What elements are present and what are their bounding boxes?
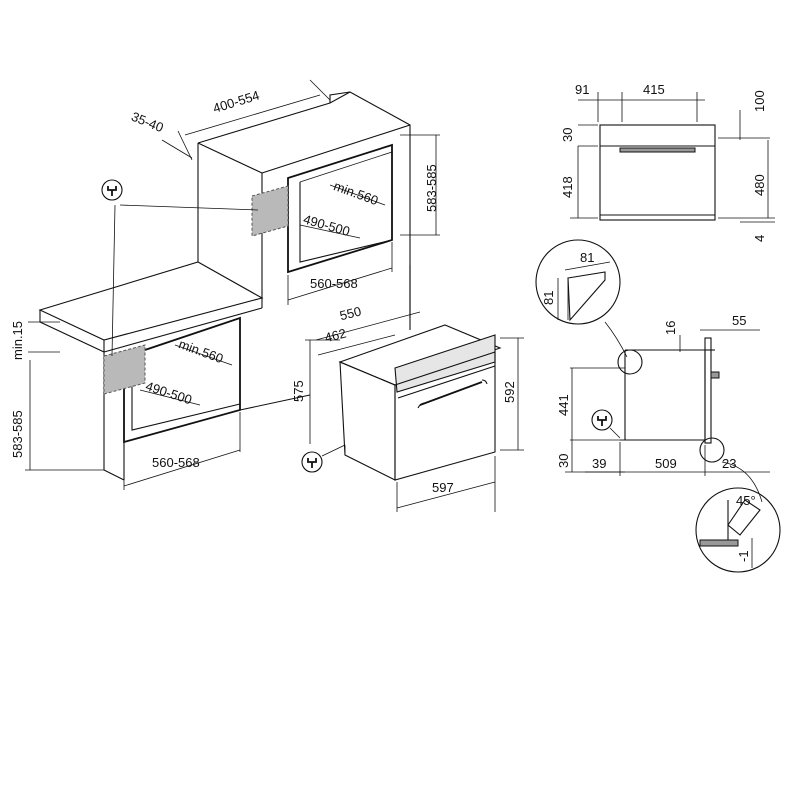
- label-oven-width: 597: [432, 480, 454, 495]
- label-side-right: 55: [732, 313, 746, 328]
- label-side-bottom: 30: [556, 454, 571, 468]
- label-front-right-top: 100: [752, 90, 767, 112]
- label-lower-opening-width: 560-568: [152, 455, 200, 470]
- label-oven-depth-outer: 550: [338, 303, 363, 323]
- label-detail-a-v: 81: [541, 291, 556, 305]
- label-lower-opening-height: 490-500: [144, 378, 194, 407]
- oven-perspective: [338, 324, 502, 481]
- label-oven-height-body: 575: [291, 380, 306, 402]
- label-front-total-height: 480: [752, 174, 767, 196]
- plug-icon: [301, 451, 323, 473]
- label-front-bottom: 4: [752, 235, 767, 242]
- front-dimensions: 91 415 100 30 418 480 4: [560, 82, 775, 242]
- label-detail-b-angle: 45°: [736, 493, 756, 508]
- detail-a: 81 81: [535, 239, 628, 358]
- label-front-panel-height: 30: [560, 128, 575, 142]
- plug-icon: [101, 179, 123, 201]
- oven-dimensions: 550 462 575 592 597: [291, 303, 524, 512]
- label-side-top: 16: [663, 321, 678, 335]
- side-view: [617, 337, 725, 463]
- side-dimensions: 16 55 441 30 39 509 23: [556, 313, 770, 476]
- detail-b: 45° -1: [695, 461, 781, 573]
- label-detail-b-offset: -1: [736, 550, 751, 562]
- label-upper-opening-width: 560-568: [310, 276, 358, 291]
- tall-cabinet: [197, 91, 411, 330]
- label-upper-depth: 400-554: [211, 88, 261, 116]
- label-side-left: 39: [592, 456, 606, 471]
- label-front-left: 91: [575, 82, 589, 97]
- label-oven-height-total: 592: [502, 381, 517, 403]
- label-upper-opening-height: 490-500: [302, 211, 352, 239]
- label-upper-min-depth: min.560: [332, 178, 381, 208]
- label-lower-cabinet-height: 583-585: [10, 410, 25, 458]
- label-front-body-height: 418: [560, 176, 575, 198]
- label-detail-a-h: 81: [580, 250, 594, 265]
- label-side-height: 441: [556, 394, 571, 416]
- label-lower-min-gap: min.15: [10, 321, 25, 360]
- label-lower-min-depth: min.560: [177, 336, 226, 366]
- label-front-top-width: 415: [643, 82, 665, 97]
- plug-icon: [591, 409, 613, 431]
- front-view: [599, 124, 716, 221]
- label-oven-depth-inner: 462: [323, 325, 348, 345]
- lower-cabinet: [38, 261, 311, 481]
- label-upper-recess: 35-40: [129, 109, 165, 135]
- label-upper-cabinet-height: 583-585: [424, 164, 439, 212]
- label-side-depth: 509: [655, 456, 677, 471]
